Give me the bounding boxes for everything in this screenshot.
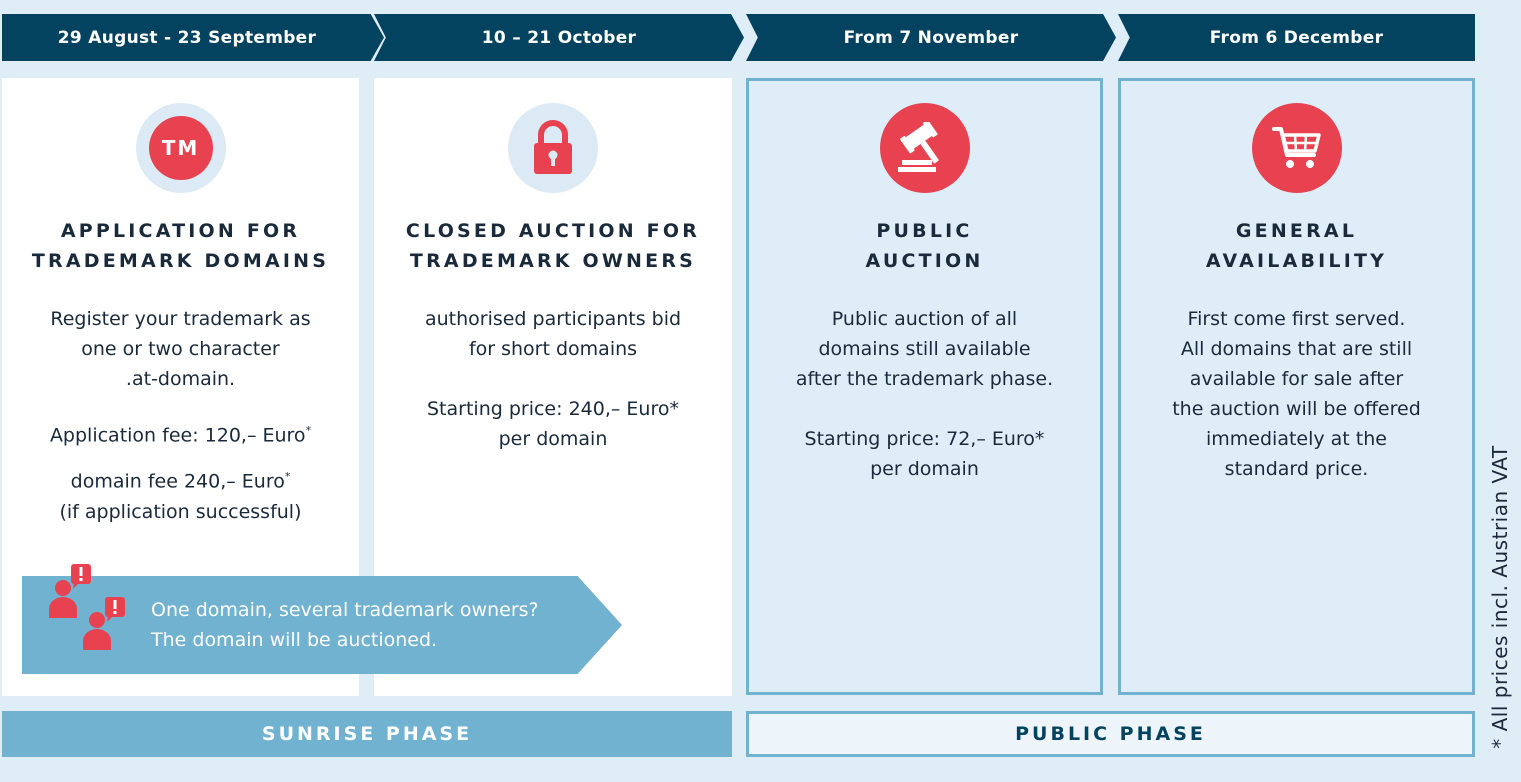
card-title-line: GENERAL — [1235, 220, 1358, 242]
gavel-icon-wrap — [879, 103, 970, 193]
callout-line: One domain, several trademark owners? — [151, 599, 539, 621]
callout-arrow — [22, 576, 622, 674]
card-title-line: APPLICATION FOR — [60, 220, 301, 242]
card-title-line: TRADEMARK DOMAINS — [31, 250, 330, 272]
shopping-cart-icon-wrap — [1251, 103, 1342, 193]
fee-note: (if application successful) — [59, 500, 302, 523]
sunrise-phase-bar: SUNRISE PHASE — [2, 711, 732, 757]
public-phase-bar: PUBLIC PHASE — [746, 711, 1475, 757]
desc-line: for short domains — [468, 338, 638, 360]
footnote-star: * — [284, 470, 291, 484]
price-note: per domain — [498, 428, 608, 450]
timeline-step-label: 10 – 21 October — [481, 27, 637, 48]
padlock-icon — [534, 120, 572, 174]
timeline-step-1: 29 August - 23 September — [2, 14, 384, 61]
timeline-step-label: 29 August - 23 September — [57, 27, 317, 48]
desc-line: Register your trademark as — [50, 308, 311, 330]
tm-icon-wrap: TM — [135, 103, 226, 193]
timeline-step-3: From 7 November — [746, 14, 1116, 61]
desc-line: one or two character — [81, 338, 280, 360]
gavel-icon — [897, 122, 939, 172]
card-title: GENERAL AVAILABILITY — [1121, 216, 1472, 276]
timeline-step-label: From 7 November — [843, 27, 1019, 48]
desc-line: standard price. — [1224, 458, 1369, 480]
card-public-auction: PUBLIC AUCTION Public auction of all dom… — [746, 78, 1103, 695]
timeline-step-2: 10 – 21 October — [374, 14, 744, 61]
card-title: APPLICATION FOR TRADEMARK DOMAINS — [2, 216, 359, 276]
card-title: PUBLIC AUCTION — [749, 216, 1100, 276]
fee-line: Application fee: 120,– Euro* — [12, 416, 349, 450]
footnote-star: * — [305, 424, 312, 437]
card-title-line: AUCTION — [865, 250, 984, 272]
timeline-step-4: From 6 December — [1118, 14, 1475, 61]
card-description: First come first served. All domains tha… — [1131, 304, 1462, 484]
callout-text: One domain, several trademark owners? Th… — [151, 595, 539, 655]
card-description: authorised participants bid for short do… — [384, 304, 722, 454]
desc-line: the auction will be offered — [1172, 398, 1421, 420]
starting-price: Starting price: 240,– Euro* — [427, 398, 679, 420]
card-description: Public auction of all domains still avai… — [759, 304, 1090, 484]
card-general-availability: GENERAL AVAILABILITY First come first se… — [1118, 78, 1475, 695]
application-fee: Application fee: 120,– Euro — [49, 424, 306, 447]
desc-line: immediately at the — [1206, 428, 1387, 450]
callout-line: The domain will be auctioned. — [151, 629, 438, 651]
card-title-line: CLOSED AUCTION FOR — [405, 220, 701, 242]
desc-line: First come first served. — [1187, 308, 1406, 330]
card-title: CLOSED AUCTION FOR TRADEMARK OWNERS — [374, 216, 732, 276]
desc-line: available for sale after — [1189, 368, 1404, 390]
tm-icon: TM — [148, 116, 213, 180]
card-description: Register your trademark as one or two ch… — [12, 304, 349, 527]
fee-line: domain fee 240,– Euro* — [12, 462, 349, 496]
price-note: per domain — [870, 458, 979, 480]
shopping-cart-icon — [1271, 127, 1321, 168]
desc-line: All domains that are still — [1180, 338, 1413, 360]
card-title-line: PUBLIC — [876, 220, 973, 242]
desc-line: after the trademark phase. — [795, 368, 1054, 390]
card-title-line: TRADEMARK OWNERS — [409, 250, 697, 272]
vat-footnote: * All prices incl. Austrian VAT — [1488, 445, 1512, 749]
starting-price: Starting price: 72,– Euro* — [804, 428, 1045, 450]
desc-line: authorised participants bid — [424, 308, 682, 330]
domain-fee: domain fee 240,– Euro — [70, 470, 285, 493]
desc-line: .at-domain. — [125, 368, 236, 390]
people-alert-icon — [49, 564, 125, 650]
timeline-step-label: From 6 December — [1209, 27, 1384, 48]
desc-line: Public auction of all — [831, 308, 1018, 330]
padlock-icon-wrap — [508, 103, 598, 193]
card-title-line: AVAILABILITY — [1205, 250, 1388, 272]
phase-label: PUBLIC PHASE — [1015, 723, 1206, 745]
phase-label: SUNRISE PHASE — [261, 723, 473, 745]
desc-line: domains still available — [818, 338, 1031, 360]
